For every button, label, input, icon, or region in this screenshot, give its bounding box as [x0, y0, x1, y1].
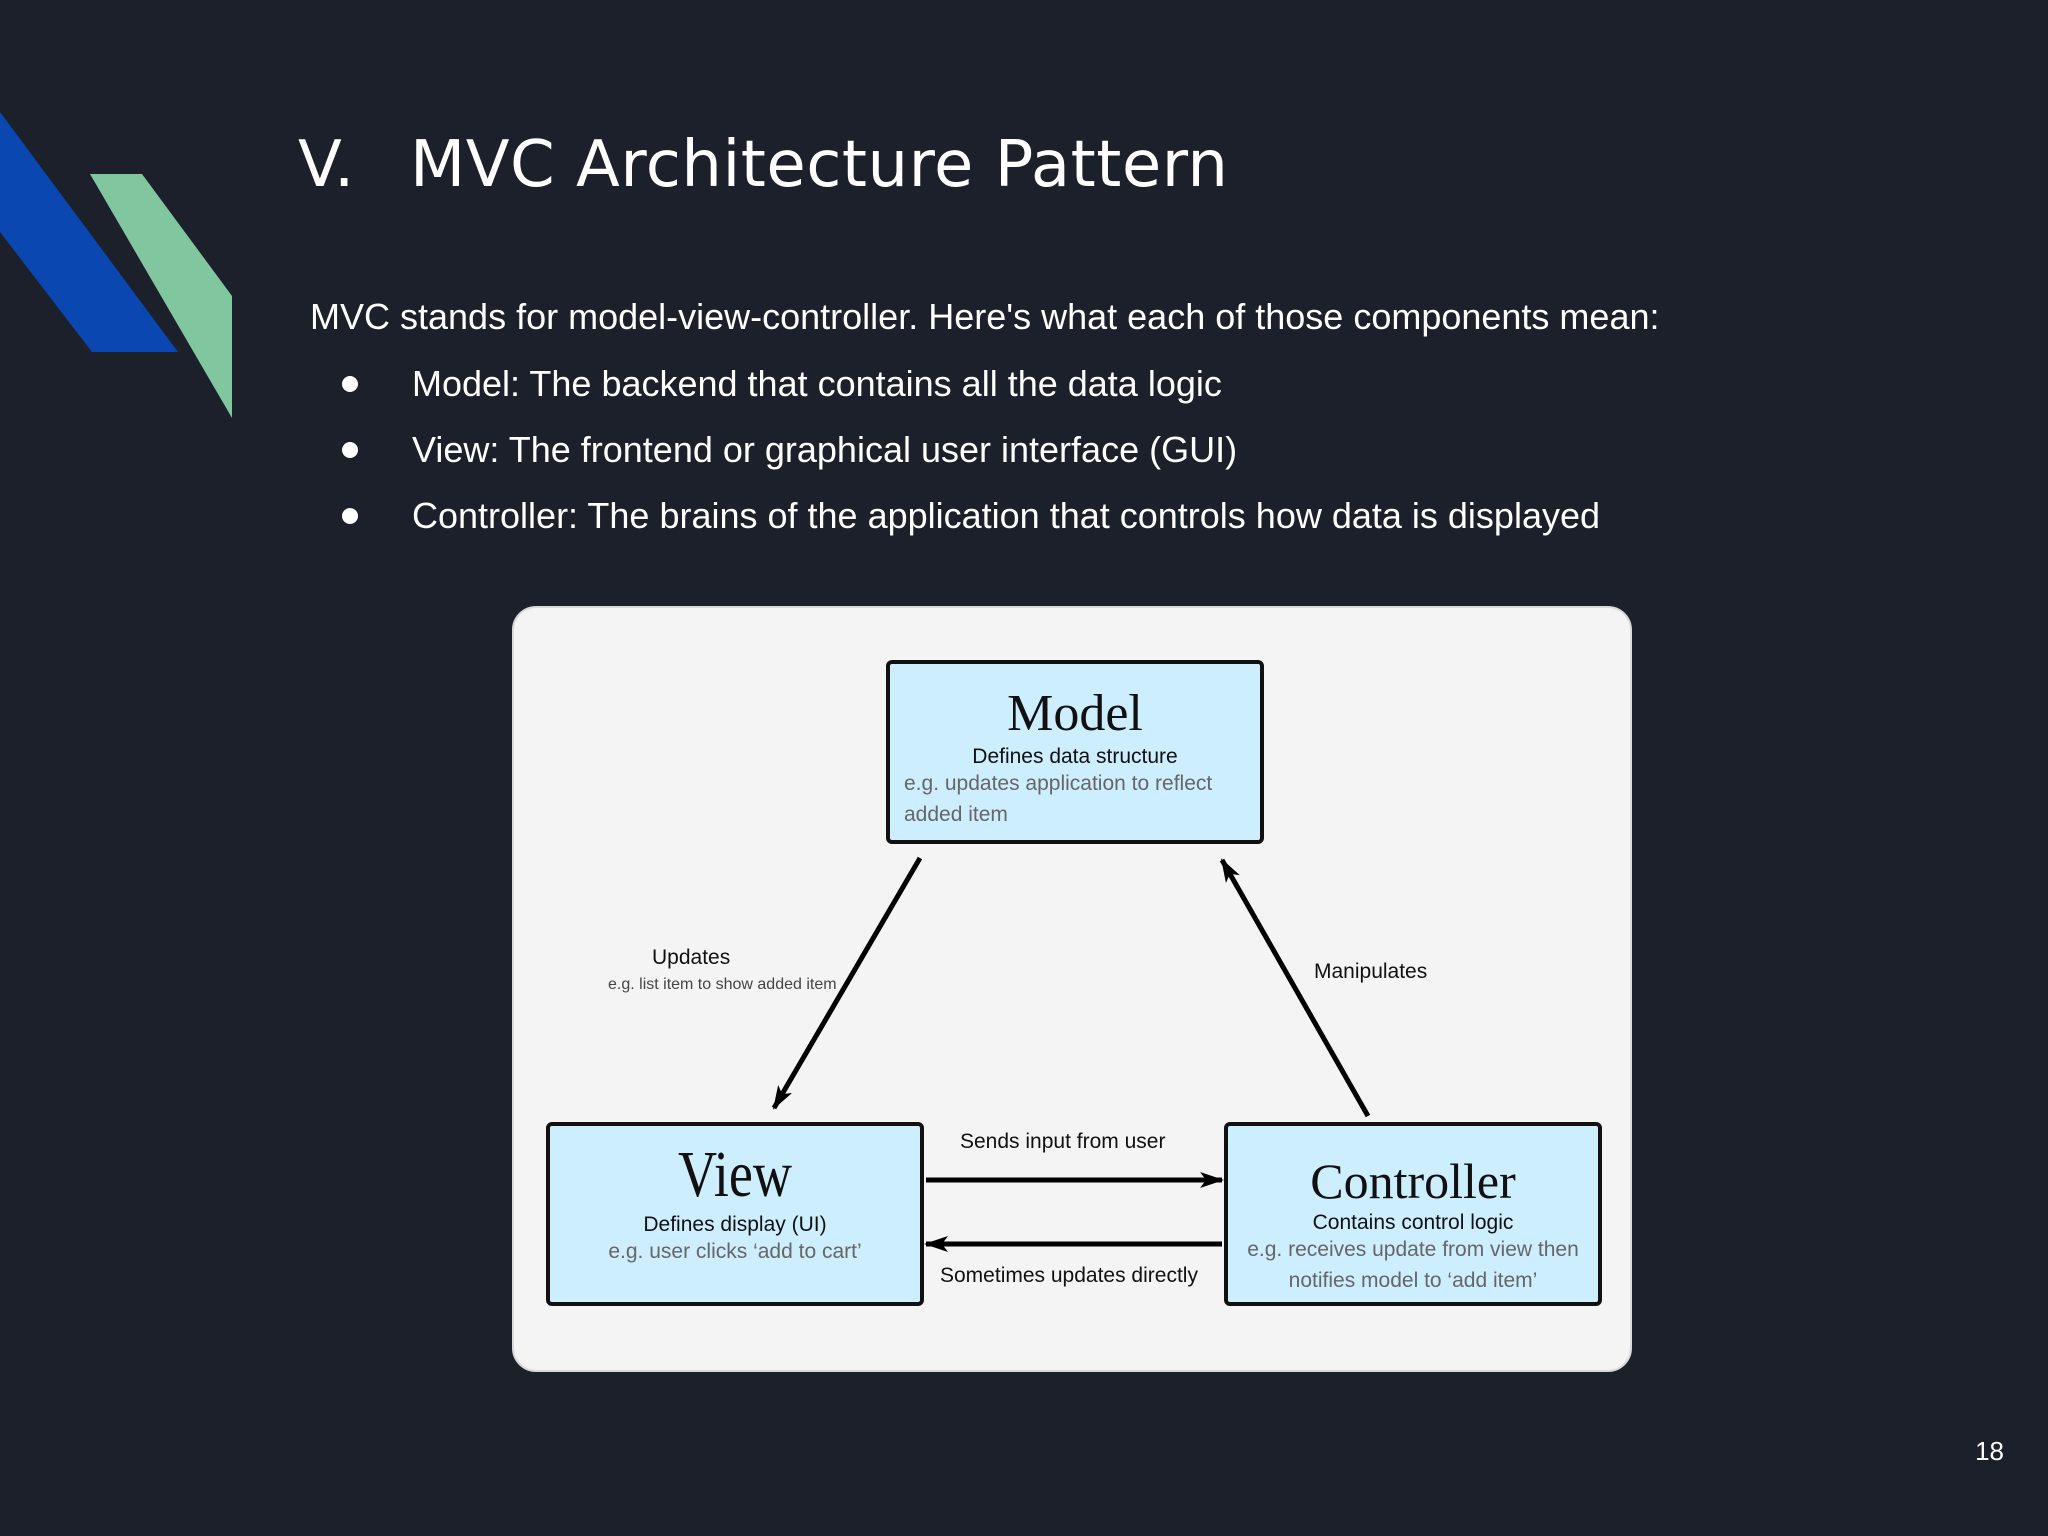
label-updates: Updates [652, 946, 731, 969]
model-title: Model [1007, 685, 1143, 742]
page-number: 18 [1975, 1436, 2004, 1466]
bullet-list: Model: The backend that contains all the… [310, 362, 1600, 560]
bullet-text: Controller: The brains of the applicatio… [412, 495, 1601, 536]
bullet-dot-icon [342, 442, 358, 458]
view-example: e.g. user clicks ‘add to cart’ [608, 1240, 862, 1264]
view-box: View Defines display (UI) e.g. user clic… [546, 1122, 924, 1306]
arrow-model-to-view [771, 856, 923, 1110]
corner-decoration [0, 112, 232, 418]
label-manipulates: Manipulates [1314, 960, 1428, 983]
slide-title: V. MVC Architecture Pattern [298, 128, 1228, 202]
controller-description: Contains control logic [1312, 1211, 1514, 1234]
view-title: View [678, 1138, 792, 1211]
mvc-diagram: Model Defines data structure e.g. update… [512, 606, 1632, 1372]
bullet-dot-icon [342, 376, 358, 392]
bullet-item-model: Model: The backend that contains all the… [310, 362, 1600, 428]
controller-example: e.g. receives update from view then noti… [1247, 1238, 1579, 1292]
bullet-text: Model: The backend that contains all the… [412, 363, 1222, 404]
intro-text: MVC stands for model-view-controller. He… [310, 296, 1660, 337]
model-description: Defines data structure [972, 745, 1178, 768]
bullet-dot-icon [342, 508, 358, 524]
arrow-controller-to-model [1219, 858, 1371, 1118]
model-box: Model Defines data structure e.g. update… [886, 660, 1264, 844]
diagram-arrows [771, 856, 1371, 1252]
label-updates-example: e.g. list item to show added item [608, 976, 837, 993]
bullet-item-controller: Controller: The brains of the applicatio… [310, 494, 1600, 560]
controller-box: Controller Contains control logic e.g. r… [1224, 1122, 1602, 1306]
title-text: MVC Architecture Pattern [410, 128, 1229, 202]
bullet-item-view: View: The frontend or graphical user int… [310, 428, 1600, 494]
bullet-text: View: The frontend or graphical user int… [412, 429, 1238, 470]
title-number: V. [298, 128, 355, 202]
controller-title: Controller [1310, 1153, 1516, 1209]
view-description: Defines display (UI) [643, 1213, 827, 1236]
label-sometimes-updates: Sometimes updates directly [940, 1264, 1198, 1287]
label-sends-input: Sends input from user [960, 1130, 1166, 1153]
model-example: e.g. updates application to reflect adde… [904, 772, 1213, 826]
